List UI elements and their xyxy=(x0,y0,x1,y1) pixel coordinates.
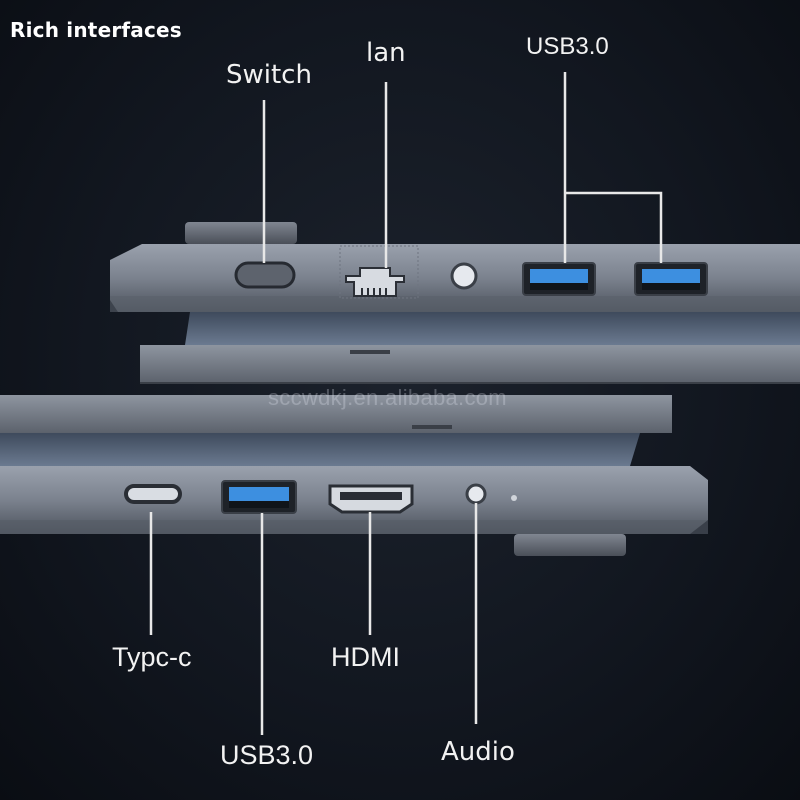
hdmi-port xyxy=(328,484,414,514)
bottom-laptop xyxy=(0,395,708,556)
hdmi-label: HDMI xyxy=(331,642,400,672)
top-usb-label: USB3.0 xyxy=(526,33,609,60)
bottom-usb-port xyxy=(221,480,297,514)
audio-label: Audio xyxy=(441,737,515,767)
lan-port-region xyxy=(339,245,419,299)
top-round-jack xyxy=(450,262,478,290)
top-laptop xyxy=(110,222,800,384)
top-usb-port-2 xyxy=(634,262,708,296)
top-foot xyxy=(185,222,297,244)
callout-lines xyxy=(149,72,663,735)
lan-label: lan xyxy=(366,38,406,68)
bottom-usb-label: USB3.0 xyxy=(220,740,314,770)
audio-jack xyxy=(465,483,487,505)
top-usb-port-1 xyxy=(522,262,596,296)
switch-port xyxy=(234,261,296,289)
lan-port xyxy=(345,267,405,297)
switch-label: Switch xyxy=(226,60,312,90)
bottom-lid xyxy=(0,395,672,433)
bottom-screen-edge xyxy=(0,433,640,466)
status-led xyxy=(511,495,517,501)
top-lid xyxy=(140,345,800,383)
page-title: Rich interfaces xyxy=(10,18,182,42)
top-screen-edge xyxy=(185,312,800,345)
watermark: sccwdkj.en.alibaba.com xyxy=(268,385,507,410)
bottom-foot xyxy=(514,534,626,556)
typec-port xyxy=(124,484,182,504)
typec-label: Typc-c xyxy=(112,642,192,672)
